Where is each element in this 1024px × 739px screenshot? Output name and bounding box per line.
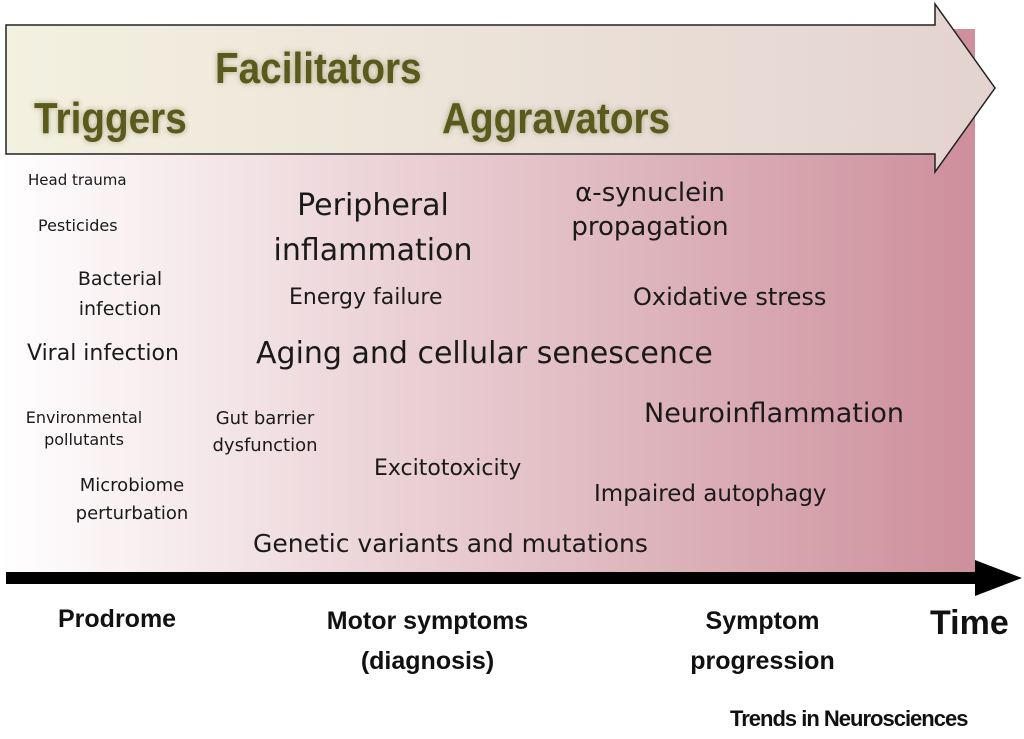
facilitators-label: Facilitators: [215, 44, 422, 93]
factor-neuroinflammation: Neuroinflammation: [644, 398, 904, 429]
factor-viral-infection: Viral infection: [27, 341, 179, 366]
factor-genetic: Genetic variants and mutations: [253, 529, 648, 558]
stage-symptom-progression: Symptom progression: [690, 607, 835, 675]
factor-gut-barrier: Gut barrier dysfunction: [212, 408, 318, 456]
factor-energy-failure: Energy failure: [289, 285, 443, 310]
factor-bacterial-infection: Bacterial infection: [77, 268, 163, 321]
phase-arrow: [5, 1, 996, 175]
time-axis-arrow: [6, 560, 1022, 596]
factor-excitotoxicity: Excitotoxicity: [374, 456, 522, 481]
journal-logo: Trends in Neurosciences: [730, 706, 968, 731]
stage-motor-symptoms: Motor symptoms (diagnosis): [326, 607, 529, 675]
time-label: Time: [930, 604, 1009, 642]
factor-pesticides: Pesticides: [38, 216, 118, 235]
factor-impaired-autophagy: Impaired autophagy: [594, 481, 827, 507]
factor-head-trauma: Head trauma: [28, 171, 127, 189]
factor-oxidative-stress: Oxidative stress: [633, 283, 827, 311]
triggers-label: Triggers: [34, 94, 187, 143]
factor-synuclein: α-synuclein propagation: [571, 178, 729, 242]
factor-aging: Aging and cellular senescence: [256, 336, 713, 371]
factor-environmental-pollutants: Environmental pollutants: [25, 408, 143, 450]
factor-microbiome: Microbiome perturbation: [75, 475, 189, 524]
aggravators-label: Aggravators: [442, 94, 671, 143]
factor-peripheral-inflammation: Peripheral inflammation: [273, 188, 473, 268]
stage-prodrome: Prodrome: [58, 605, 177, 633]
